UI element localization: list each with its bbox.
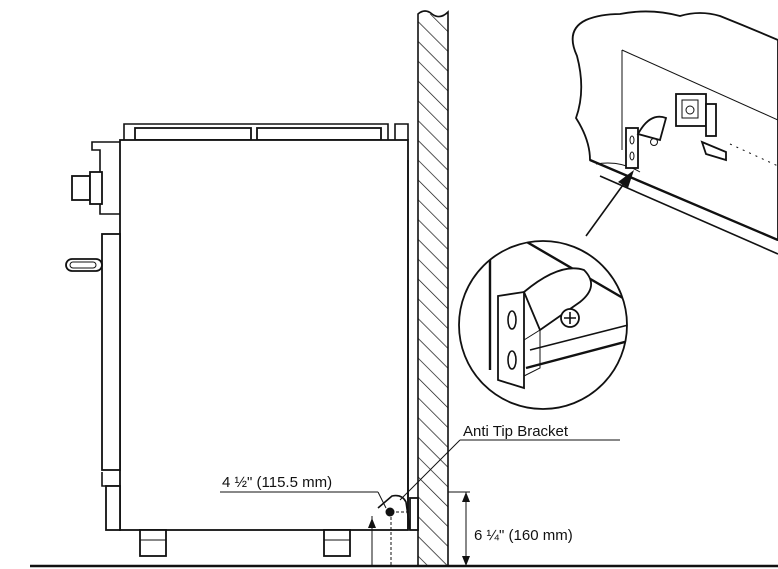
bracket-screw [385, 507, 395, 517]
perspective-inset [571, 10, 778, 255]
dimension-lines [220, 439, 620, 566]
range-side-view [65, 123, 419, 557]
bracket-height-label: 6 ¼" (160 mm) [474, 527, 573, 544]
rear-leg [323, 529, 351, 557]
door-handle [65, 258, 103, 272]
zoom-detail-circle [458, 240, 628, 410]
pointer-arrow [585, 170, 634, 237]
bracket-offset-label: 4 ½" (115.5 mm) [222, 474, 332, 491]
control-knob [71, 175, 91, 201]
front-leg [139, 529, 167, 557]
wall [417, 10, 449, 566]
anti-tip-bracket-label: Anti Tip Bracket [463, 423, 569, 440]
